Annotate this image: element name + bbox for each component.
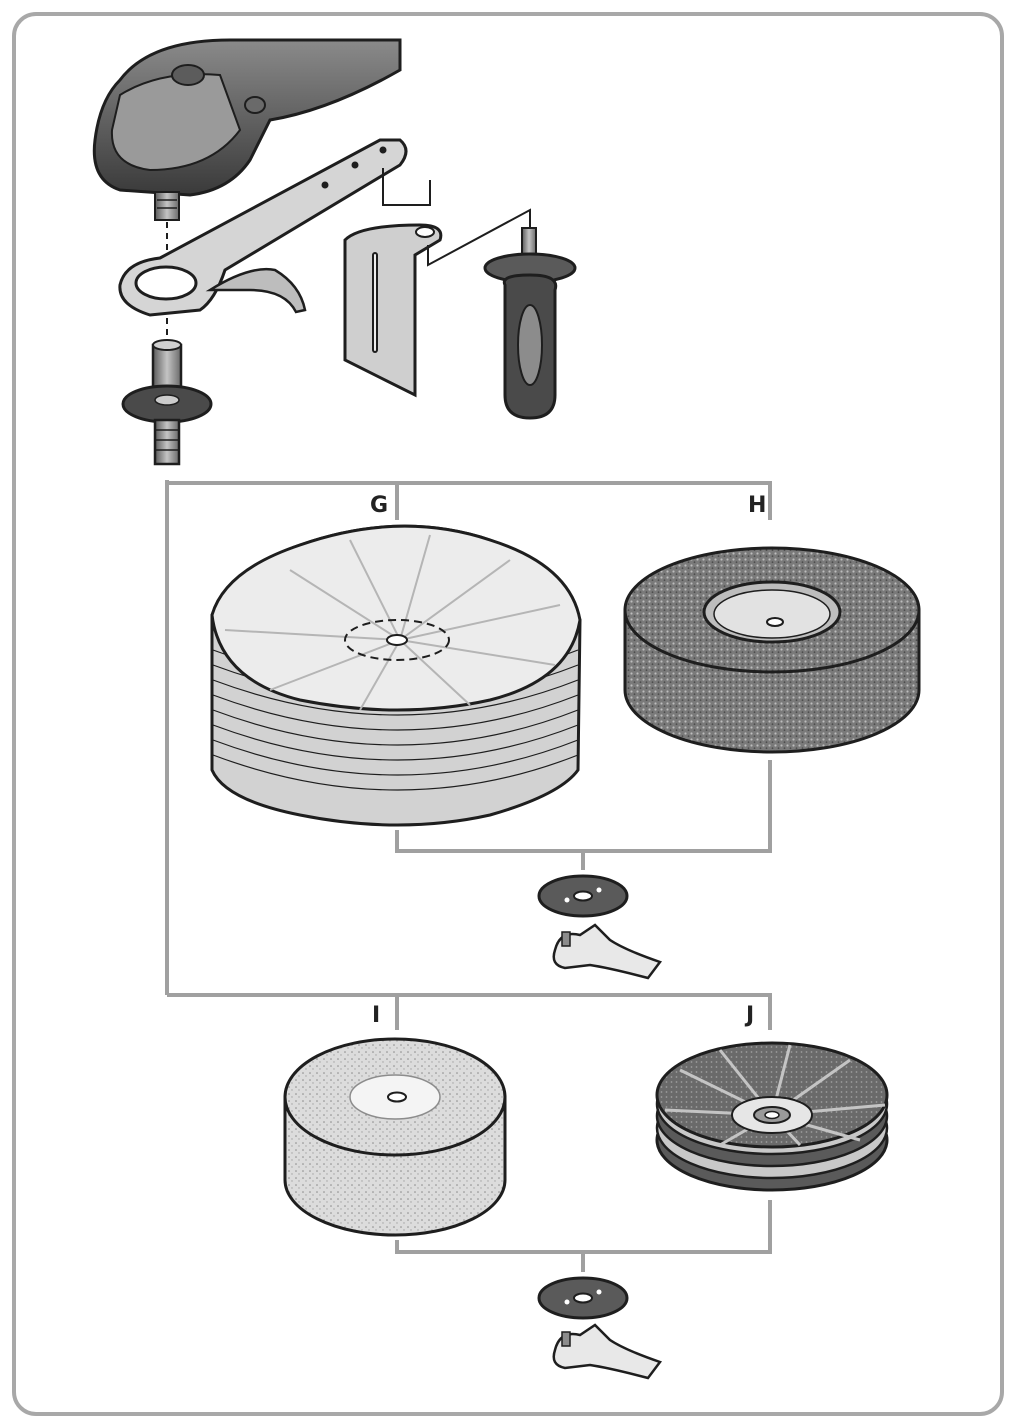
outer-frame [12,12,1004,1416]
hand-guard-plate-icon [343,223,443,398]
sisal-buff-wheel-icon [655,1041,889,1192]
pin-wrench-icon [552,923,663,980]
guide-line-side-handle [427,208,531,267]
flange-washer-icon [537,874,629,918]
label-g: G [370,493,388,518]
felt-disc-wheel-icon [623,546,921,754]
bow-handle-icon [118,138,408,317]
fleece-drum-wheel-icon [283,1037,507,1237]
label-i: I [372,1003,380,1028]
label-h: H [748,493,766,518]
cloth-buff-wheel-icon [210,524,582,827]
label-j: J [744,1003,754,1028]
pin-wrench-icon [552,1323,663,1380]
guide-line-guard [382,168,431,206]
connector-lines [165,480,772,1272]
flange-washer-icon [537,1276,629,1320]
side-handle-icon [483,227,577,420]
spindle-adapter-icon [121,339,213,466]
angle-polisher-head-icon [92,38,402,221]
